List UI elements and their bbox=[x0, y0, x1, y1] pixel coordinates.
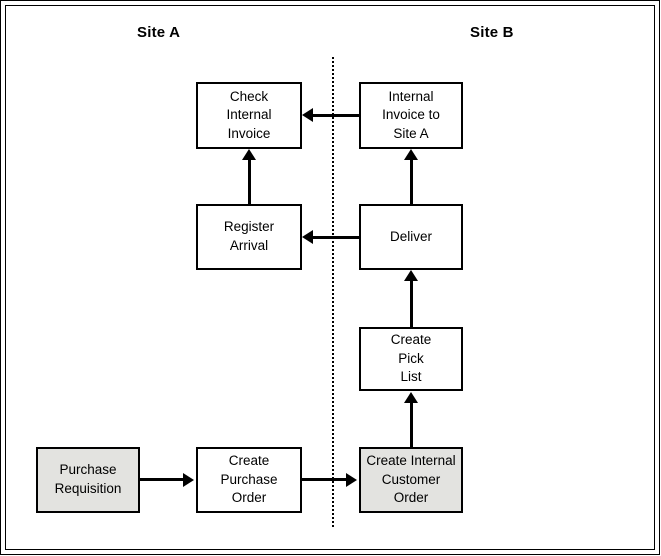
edge-invoice-to-check-line bbox=[313, 113, 359, 117]
edge-deliver-to-invoice-line bbox=[409, 160, 413, 204]
edge-cico-to-cpl-arrowhead bbox=[404, 392, 418, 403]
edge-pr-to-cpo-arrowhead bbox=[183, 472, 194, 487]
node-deliver[interactable]: Deliver bbox=[359, 204, 463, 270]
edge-deliver-to-register-line bbox=[313, 235, 359, 239]
edge-register-to-check-line bbox=[247, 160, 251, 204]
edge-pr-to-cpo-line bbox=[140, 478, 185, 481]
edge-cpo-to-cico-arrowhead bbox=[346, 472, 357, 487]
edge-deliver-to-invoice-arrowhead bbox=[404, 149, 418, 160]
edge-register-to-check-arrowhead bbox=[242, 149, 256, 160]
lane-divider bbox=[332, 57, 334, 527]
edge-cpo-to-cico-line bbox=[302, 478, 348, 481]
edge-cpl-to-deliver-arrowhead bbox=[404, 270, 418, 281]
edge-cpl-to-deliver-line bbox=[409, 281, 413, 327]
lane-label-site-b: Site B bbox=[470, 24, 514, 41]
edge-cico-to-cpl-line bbox=[409, 403, 413, 447]
edge-invoice-to-check-arrowhead bbox=[302, 108, 313, 122]
node-deliver-label: Deliver bbox=[389, 228, 432, 244]
lane-label-site-a: Site A bbox=[137, 24, 181, 41]
edge-deliver-to-register-arrowhead bbox=[302, 230, 313, 244]
